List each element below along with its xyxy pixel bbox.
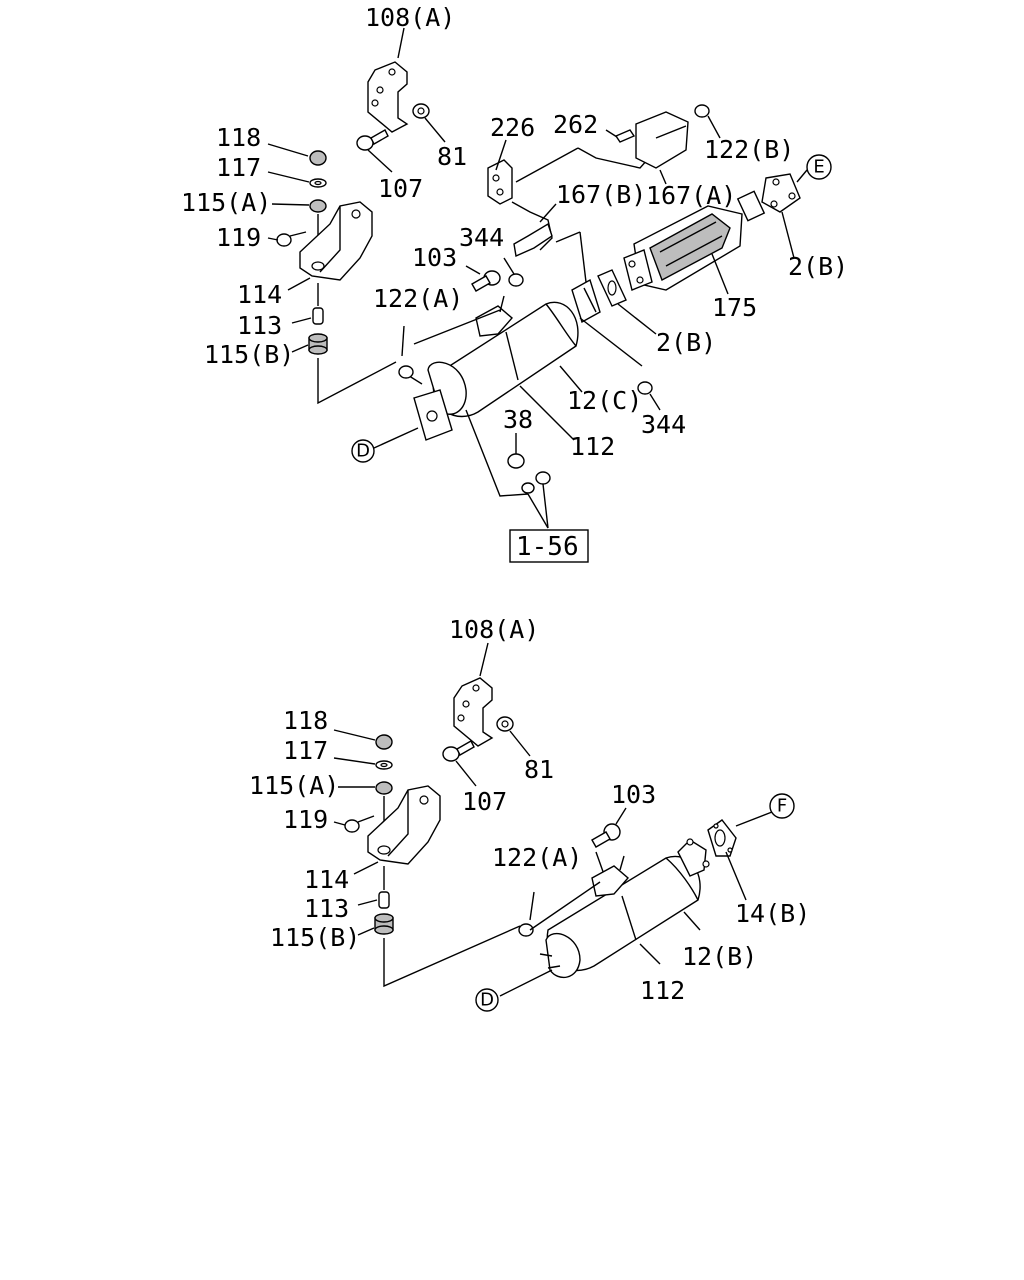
label-115b-lower: 115(B): [270, 923, 360, 952]
label-119-lower: 119: [283, 805, 328, 834]
label-103: 103: [412, 243, 457, 272]
label-2b-mid: 2(B): [656, 328, 716, 357]
bracket-114-lower: [333, 785, 441, 875]
insulator-113-115b: [291, 283, 397, 405]
bolt-103-lower: [591, 807, 627, 881]
label-167b: 167(B): [556, 180, 646, 209]
insulator-113-115b-lower: [357, 866, 521, 988]
label-108a-lower: 108(A): [449, 615, 539, 644]
nut-81-lower: [496, 716, 531, 757]
label-112: 112: [570, 432, 615, 461]
label-114-lower: 114: [304, 865, 349, 894]
label-175: 175: [712, 293, 757, 322]
label-81-lower: 81: [524, 755, 554, 784]
label-112-lower: 112: [640, 976, 685, 1005]
label-344-top: 344: [459, 223, 504, 252]
label-12c: 12(C): [567, 386, 642, 415]
label-81: 81: [437, 142, 467, 171]
label-113-lower: 113: [304, 894, 349, 923]
label-122a-lower: 122(A): [492, 843, 582, 872]
label-107: 107: [378, 174, 423, 203]
label-117: 117: [216, 153, 261, 182]
gasket-14b: F: [707, 793, 795, 901]
ref-d-lower-label: D: [480, 990, 494, 1011]
label-122b: 122(B): [704, 135, 794, 164]
ref-box-1-56: 1-56: [516, 532, 579, 562]
bracket-114: [267, 201, 373, 291]
bracket-108a: [367, 27, 409, 133]
label-344-bottom: 344: [641, 410, 686, 439]
ref-f-label: F: [777, 796, 787, 817]
label-262: 262: [553, 110, 598, 139]
label-38: 38: [503, 405, 533, 434]
pipe-226-167: [487, 104, 721, 258]
ref-e-label: E: [813, 157, 824, 178]
bracket-108a-lower: [453, 642, 494, 747]
label-14b: 14(B): [735, 899, 810, 928]
nut-344-bolt-103: [465, 257, 524, 292]
label-2b-top: 2(B): [788, 252, 848, 281]
mount-stack-lower: [333, 729, 393, 848]
upper-assembly: E: [181, 3, 848, 563]
bolt-107-lower: [442, 740, 477, 787]
label-108a: 108(A): [365, 3, 455, 32]
label-118-lower: 118: [283, 706, 328, 735]
label-12b: 12(B): [682, 942, 757, 971]
label-103-lower: 103: [611, 780, 656, 809]
label-115a: 115(A): [181, 188, 271, 217]
nuts-lower-upper: D: [351, 381, 661, 563]
muffler-upper: [398, 231, 643, 441]
label-115b: 115(B): [204, 340, 294, 369]
label-114: 114: [237, 280, 282, 309]
gasket-2b: [597, 269, 657, 335]
label-118: 118: [216, 123, 261, 152]
label-107-lower: 107: [462, 787, 507, 816]
label-113: 113: [237, 311, 282, 340]
ref-d-upper-label: D: [356, 441, 370, 462]
nut-81: [412, 103, 446, 143]
lower-assembly: D F 108(A) 118 117 115(A) 119 81 107 103…: [249, 615, 810, 1012]
bolt-107: [356, 129, 393, 173]
label-167a: 167(A): [646, 181, 736, 210]
label-226: 226: [490, 113, 535, 142]
label-117-lower: 117: [283, 736, 328, 765]
label-122a: 122(A): [373, 284, 463, 313]
label-115a-lower: 115(A): [249, 771, 339, 800]
converter-175: E: [623, 154, 832, 295]
label-119: 119: [216, 223, 261, 252]
muffler-lower: D: [475, 838, 710, 1012]
